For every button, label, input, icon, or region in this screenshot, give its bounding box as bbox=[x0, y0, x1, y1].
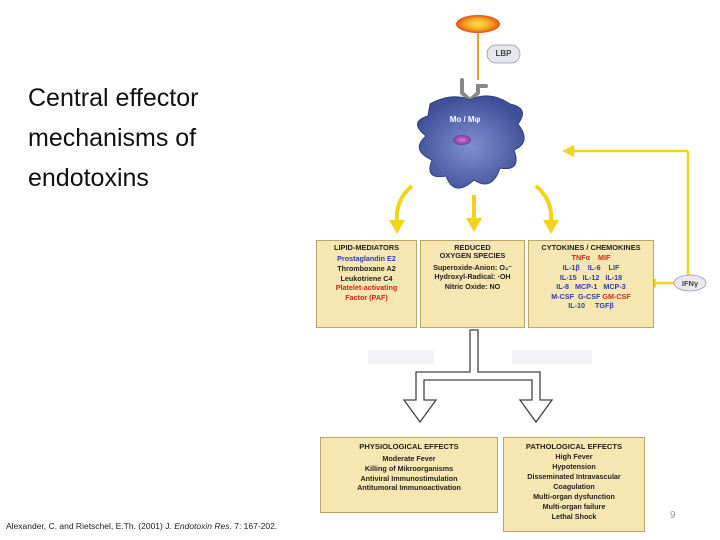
oxygen-heading-2: OXYGEN SPECIES bbox=[439, 251, 506, 261]
arrow-to-oxygen-head bbox=[466, 218, 482, 232]
lipid-line-2: Thromboxane A2 bbox=[337, 264, 396, 273]
lipid-line-5: Factor (PAF) bbox=[345, 292, 388, 302]
cytokines-heading: CYTOKINES / CHEMOKINES bbox=[541, 243, 641, 252]
citation: Alexander, C. and Rietschel, E.Th. (2001… bbox=[6, 521, 277, 531]
citation-suffix: . 7: 167-202. bbox=[229, 521, 278, 531]
citation-journal: Endotoxin Res bbox=[174, 521, 230, 531]
physio-line-3: Antiviral Immunostimulation bbox=[360, 473, 458, 483]
patho-line-1: High Fever bbox=[555, 452, 593, 462]
arrow-to-lipid bbox=[394, 184, 414, 223]
patho-heading: PATHOLOGICAL EFFECTS bbox=[525, 442, 623, 451]
ifn-label: IFNγ bbox=[681, 279, 699, 288]
physiological-effects-box: PHYSIOLOGICAL EFFECTS Moderate Fever Kil… bbox=[320, 437, 498, 513]
patho-line-2: Hypotension bbox=[552, 462, 596, 472]
cytokines-box: CYTOKINES / CHEMOKINES TNFα MIF IL-1β IL… bbox=[528, 240, 654, 328]
ifn-feedback-arrowhead bbox=[562, 145, 574, 157]
faded-label-right bbox=[512, 350, 592, 364]
oxygen-line-2: Hydroxyl-Radical: ·OH bbox=[434, 272, 511, 282]
lipid-line-1: Prostaglandin E2 bbox=[337, 254, 396, 264]
cell-nucleus bbox=[453, 135, 471, 145]
macrophage-cell bbox=[417, 95, 525, 189]
cytokine-gm-csf: GM-CSF bbox=[602, 291, 631, 301]
patho-line-5: Multi-organ dysfunction bbox=[533, 492, 615, 502]
patho-line-7: Lethal Shock bbox=[551, 512, 597, 522]
cytokine-line-2: IL-1β IL-6 LIF bbox=[562, 263, 620, 272]
reduced-oxygen-box: REDUCED OXYGEN SPECIES Superoxide-Anion:… bbox=[420, 240, 525, 328]
lipid-heading: LIPID-MEDIATORS bbox=[333, 243, 399, 252]
patho-line-6: Multi-organ failure bbox=[542, 502, 606, 512]
page-number: 9 bbox=[670, 510, 676, 521]
arrow-to-cytokines bbox=[534, 184, 554, 223]
cytokine-mif: MIF bbox=[598, 253, 611, 263]
lbp-label: LBP bbox=[495, 49, 512, 58]
citation-prefix: Alexander, C. and Rietschel, E.Th. (2001… bbox=[6, 521, 175, 531]
lbp-pill bbox=[486, 44, 521, 64]
receptor-icon bbox=[460, 78, 488, 103]
title-line-3: endotoxins bbox=[28, 164, 149, 192]
cytokine-line-6: IL-10 TGFβ bbox=[568, 301, 614, 311]
cell-label: Mo / Mφ bbox=[449, 115, 481, 124]
physio-line-4: Antitumoral Immunoactivation bbox=[357, 483, 461, 493]
oxygen-line-1: Superoxide-Anion: O₂⁻ bbox=[433, 262, 512, 272]
arrow-to-lipid-head bbox=[389, 220, 405, 234]
pathological-effects-box: PATHOLOGICAL EFFECTS High Fever Hypotens… bbox=[503, 437, 645, 532]
cytokine-line-4: IL-8 MCP-1 MCP-3 bbox=[556, 282, 626, 292]
physio-line-1: Moderate Fever bbox=[382, 454, 436, 464]
lipid-line-3: Leukotriene C4 bbox=[340, 273, 393, 283]
title-line-2: mechanisms of bbox=[28, 124, 197, 152]
lipid-line-4: Platelet-activating bbox=[335, 283, 398, 293]
oxygen-heading-1: REDUCED bbox=[454, 243, 491, 252]
lipid-mediators-box: LIPID-MEDIATORS Prostaglandin E2 Thrombo… bbox=[316, 240, 417, 328]
cytokine-tnf: TNFα bbox=[571, 253, 590, 263]
cytokine-line-3: IL-15 IL-12 IL-18 bbox=[559, 272, 623, 282]
cytokine-csf: M-CSF G-CSF bbox=[551, 291, 601, 301]
ifn-pill bbox=[673, 274, 707, 292]
endotoxin-ellipse bbox=[456, 15, 500, 33]
arrow-to-cytokines-head bbox=[543, 220, 559, 234]
title-line-1: Central effector bbox=[28, 84, 199, 112]
physio-heading: PHYSIOLOGICAL EFFECTS bbox=[359, 442, 459, 451]
physio-line-2: Killing of Mikroorganisms bbox=[364, 464, 454, 473]
faded-label-left bbox=[368, 350, 434, 364]
branch-arrows bbox=[402, 329, 554, 424]
patho-line-4: Coagulation bbox=[553, 482, 595, 492]
patho-line-3: Disseminated Intravascular bbox=[527, 472, 621, 482]
oxygen-line-3: Nitric Oxide: NO bbox=[444, 282, 501, 291]
slide-title: Central effector mechanisms of endotoxin… bbox=[28, 78, 268, 198]
